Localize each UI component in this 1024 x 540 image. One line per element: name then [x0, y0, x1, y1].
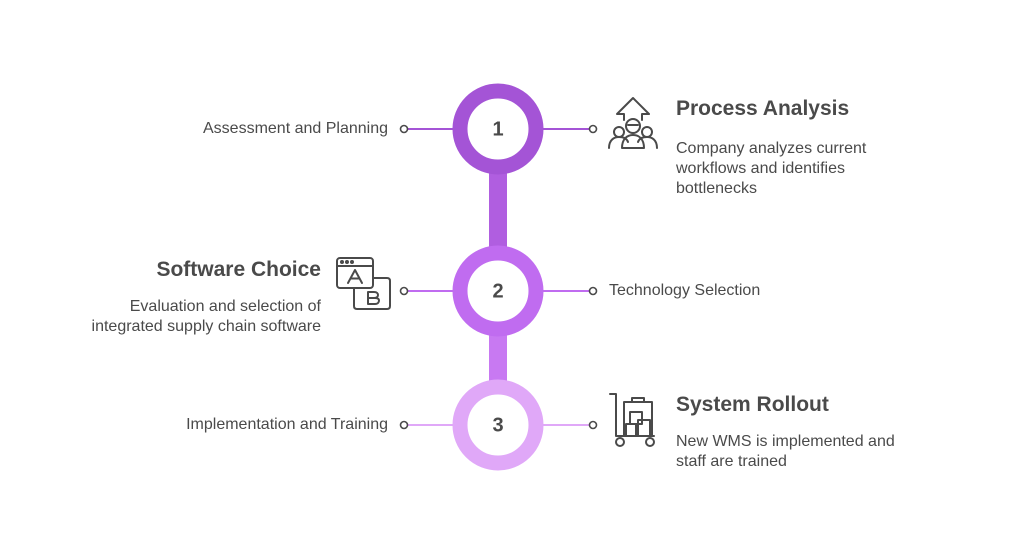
step-2-left-dot	[399, 286, 409, 296]
step-2-description: Evaluation and selection of integrated s…	[91, 298, 321, 335]
connector-1-2	[489, 160, 507, 270]
step-1-right-dot	[588, 124, 598, 134]
step-1-left-dot	[399, 124, 409, 134]
step-1-number: 1	[492, 118, 503, 140]
step-2-number: 2	[492, 280, 503, 302]
step-3-side-label: Implementation and Training	[186, 416, 388, 433]
step-3-left-dot	[399, 420, 409, 430]
step-1-circle	[452, 83, 544, 175]
step-2-right-dot	[588, 286, 598, 296]
step-2-title: Software Choice	[156, 258, 321, 281]
step-3-title: System Rollout	[676, 393, 829, 416]
ab-test-icon	[335, 256, 393, 317]
warehouse-cart-icon	[608, 392, 660, 453]
step-2-side-label: Technology Selection	[609, 282, 761, 299]
step-1-description: Company analyzes current workflows and i…	[676, 140, 867, 197]
step-2-circle	[452, 245, 544, 337]
step-3-description: New WMS is implemented and staff are tra…	[676, 433, 895, 470]
step-1-side-label: Assessment and Planning	[203, 120, 388, 137]
step-1-title: Process Analysis	[676, 97, 850, 120]
step-3-number: 3	[492, 414, 503, 436]
team-growth-icon	[606, 96, 660, 155]
step-3-right-dot	[588, 420, 598, 430]
step-3-circle	[452, 379, 544, 471]
